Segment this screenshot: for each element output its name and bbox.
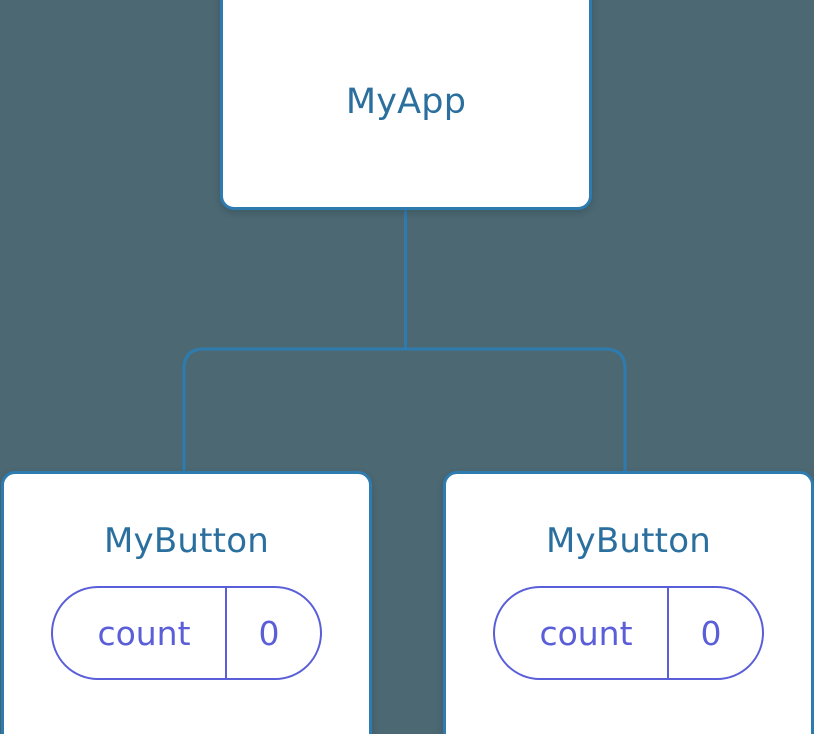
component-node-title: MyButton <box>546 521 711 561</box>
component-node-title: MyButton <box>104 521 269 561</box>
connector-branch-right <box>405 347 627 472</box>
state-pill-key: count <box>539 613 633 653</box>
state-pill-value: 0 <box>700 613 722 653</box>
component-node-child-2[interactable]: MyButton count 0 <box>443 471 814 734</box>
state-pill[interactable]: count 0 <box>493 586 764 680</box>
state-pill-divider <box>224 588 227 678</box>
component-node-title: MyApp <box>345 81 467 122</box>
component-node-child-1[interactable]: MyButton count 0 <box>1 471 372 734</box>
component-node-root[interactable]: MyApp <box>220 0 592 210</box>
state-pill[interactable]: count 0 <box>51 586 322 680</box>
connector-branch-left <box>182 347 406 472</box>
state-pill-divider <box>666 588 669 678</box>
state-pill-value: 0 <box>258 613 280 653</box>
state-pill-key: count <box>97 613 191 653</box>
